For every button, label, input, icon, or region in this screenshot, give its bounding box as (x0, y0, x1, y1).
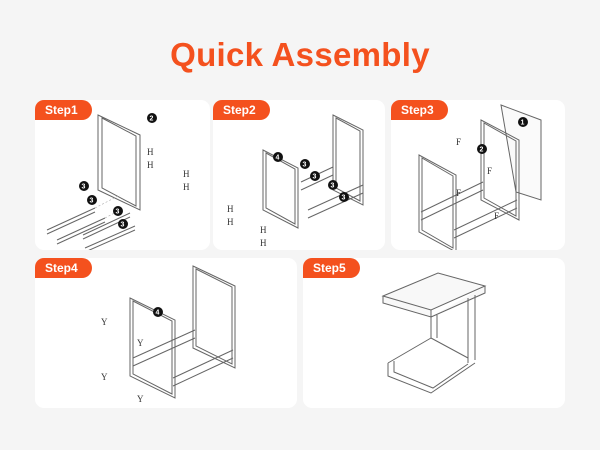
hardware-label: H (227, 204, 234, 214)
step-label: Step4 (35, 258, 92, 278)
step-label: Step5 (303, 258, 360, 278)
part-number: 2 (150, 116, 154, 123)
part-number: 4 (156, 310, 160, 317)
hardware-label: F (487, 166, 492, 176)
hardware-label: H (147, 147, 154, 157)
step4-diagram: 4 Y Y Y Y (101, 265, 236, 404)
hardware-label: H (227, 217, 234, 227)
step5-panel: Step5 (303, 258, 565, 408)
hardware-label: H (260, 225, 267, 235)
hardware-label: Y (101, 317, 108, 327)
step1-diagram: 2 3 3 3 3 H H H H (46, 113, 190, 250)
step-label: Step1 (35, 100, 92, 120)
part-number: 2 (480, 147, 484, 154)
step-label: Step3 (391, 100, 448, 120)
part-number: 3 (342, 195, 346, 202)
step2-diagram: 4 3 3 3 3 H H H H (227, 114, 364, 248)
part-number: 3 (303, 162, 307, 169)
hardware-label: H (183, 169, 190, 179)
hardware-label: H (147, 160, 154, 170)
step3-diagram: 1 2 F F F F (418, 104, 542, 250)
step2-panel: Step2 4 3 3 3 3 H H H H (213, 100, 385, 250)
hardware-label: H (183, 182, 190, 192)
hardware-label: H (260, 238, 267, 248)
step4-panel: Step4 4 Y Y Y Y (35, 258, 297, 408)
step3-panel: Step3 1 2 F F F F (391, 100, 565, 250)
hardware-label: Y (137, 338, 144, 348)
part-number: 4 (276, 155, 280, 162)
part-number: 3 (116, 209, 120, 216)
step5-diagram (381, 272, 487, 394)
hardware-label: F (456, 137, 461, 147)
page-title: Quick Assembly (170, 36, 430, 73)
part-number: 3 (121, 222, 125, 229)
step-label: Step2 (213, 100, 270, 120)
part-number: 3 (82, 184, 86, 191)
step1-panel: Step1 2 3 3 3 3 H H H H (35, 100, 210, 250)
hardware-label: Y (137, 394, 144, 404)
hardware-label: F (494, 211, 499, 221)
part-number: 1 (521, 120, 525, 127)
hardware-label: Y (101, 372, 108, 382)
part-number: 3 (90, 198, 94, 205)
part-number: 3 (313, 174, 317, 181)
part-number: 3 (331, 183, 335, 190)
hardware-label: F (456, 188, 461, 198)
